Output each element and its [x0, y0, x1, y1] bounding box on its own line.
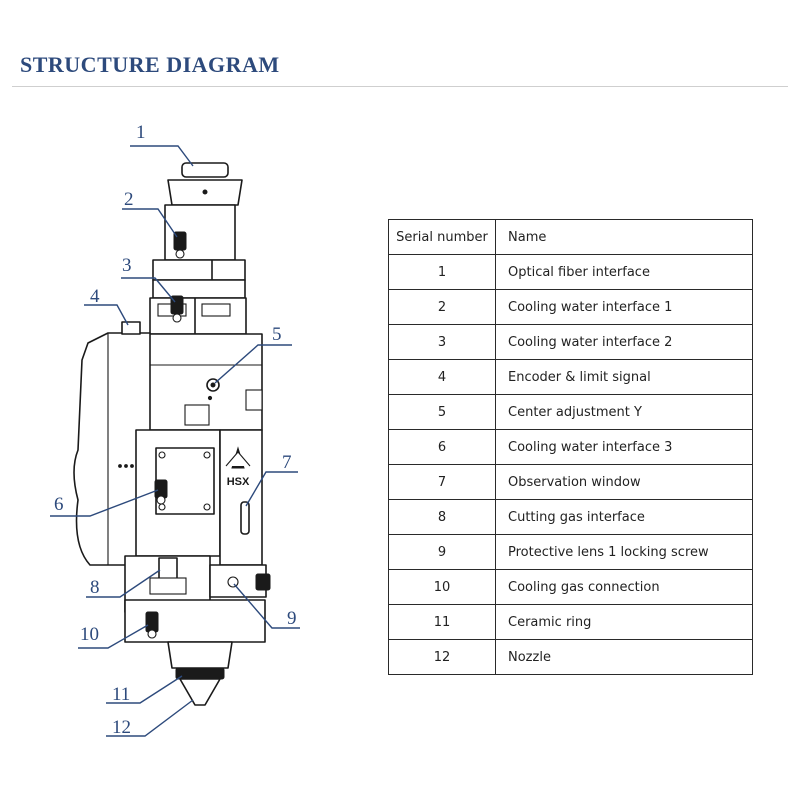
callout-6: 6 — [54, 494, 64, 515]
fiber-hole — [202, 189, 208, 195]
name-cell: Cooling gas connection — [495, 569, 753, 605]
encoder-module — [73, 332, 151, 566]
serial-cell: 4 — [388, 359, 496, 395]
callouts: 1 2 3 4 5 6 7 8 9 10 11 12 — [50, 122, 300, 738]
name-cell: Ceramic ring — [495, 604, 753, 640]
nozzle — [179, 678, 221, 706]
laser-head-body: HSX — [73, 162, 267, 706]
lens-lock-screw — [255, 573, 271, 591]
name-cell: Cooling water interface 2 — [495, 324, 753, 360]
callout-3: 3 — [122, 255, 132, 276]
name-cell: Center adjustment Y — [495, 394, 753, 430]
laser-head-drawing: HSX 1 2 — [50, 122, 300, 738]
leader-9 — [233, 583, 300, 629]
leader-7 — [245, 471, 298, 507]
serial-cell: 3 — [388, 324, 496, 360]
callout-8: 8 — [90, 577, 100, 598]
name-cell: Cooling water interface 1 — [495, 289, 753, 325]
callout-4: 4 — [90, 286, 100, 307]
table-header-row: Serial number Name — [388, 219, 753, 255]
callout-11: 11 — [112, 684, 130, 705]
serial-cell: 12 — [388, 639, 496, 675]
leader-2 — [122, 208, 178, 238]
lower-body-right — [219, 429, 263, 566]
serial-cell: 10 — [388, 569, 496, 605]
leader-12 — [106, 699, 194, 737]
name-cell: Optical fiber interface — [495, 254, 753, 290]
serial-cell: 5 — [388, 394, 496, 430]
upper-flange — [152, 259, 246, 281]
serial-cell: 2 — [388, 289, 496, 325]
column-header-serial: Serial number — [388, 219, 496, 255]
page-title: STRUCTURE DIAGRAM — [20, 52, 280, 77]
serial-cell: 9 — [388, 534, 496, 570]
middle-flange — [152, 279, 246, 299]
name-cell: Protective lens 1 locking screw — [495, 534, 753, 570]
name-cell: Nozzle — [495, 639, 753, 675]
leader-8 — [86, 569, 161, 598]
title-divider — [12, 86, 788, 87]
serial-cell: 1 — [388, 254, 496, 290]
ceramic-ring — [175, 667, 225, 680]
logo-text: HSX — [227, 476, 250, 488]
callout-5: 5 — [272, 324, 282, 345]
leader-1 — [130, 145, 194, 167]
cooling-water-3-fitting — [154, 479, 168, 499]
leader-3 — [121, 277, 176, 303]
nozzle-body — [167, 641, 233, 669]
column-header-name: Name — [495, 219, 753, 255]
serial-cell: 6 — [388, 429, 496, 465]
callout-1: 1 — [136, 122, 146, 143]
encoder-connector — [121, 321, 141, 335]
name-cell: Cutting gas interface — [495, 499, 753, 535]
observation-window — [240, 501, 250, 535]
leader-11 — [106, 675, 183, 704]
callout-10: 10 — [80, 624, 99, 645]
cooling-gas-fitting — [145, 611, 159, 633]
hsx-logo: HSX — [225, 446, 251, 488]
serial-cell: 7 — [388, 464, 496, 500]
callout-9: 9 — [287, 608, 297, 629]
callout-2: 2 — [124, 189, 134, 210]
callout-12: 12 — [112, 717, 131, 738]
serial-cell: 8 — [388, 499, 496, 535]
leader-5 — [214, 344, 292, 384]
leader-6 — [50, 489, 159, 517]
name-cell: Encoder & limit signal — [495, 359, 753, 395]
leader-4 — [84, 304, 129, 326]
name-cell: Observation window — [495, 464, 753, 500]
leader-10 — [78, 624, 149, 649]
name-cell: Cooling water interface 3 — [495, 429, 753, 465]
serial-cell: 11 — [388, 604, 496, 640]
callout-7: 7 — [282, 452, 292, 473]
cutting-gas-fitting — [158, 557, 178, 581]
fiber-cap — [181, 162, 229, 178]
